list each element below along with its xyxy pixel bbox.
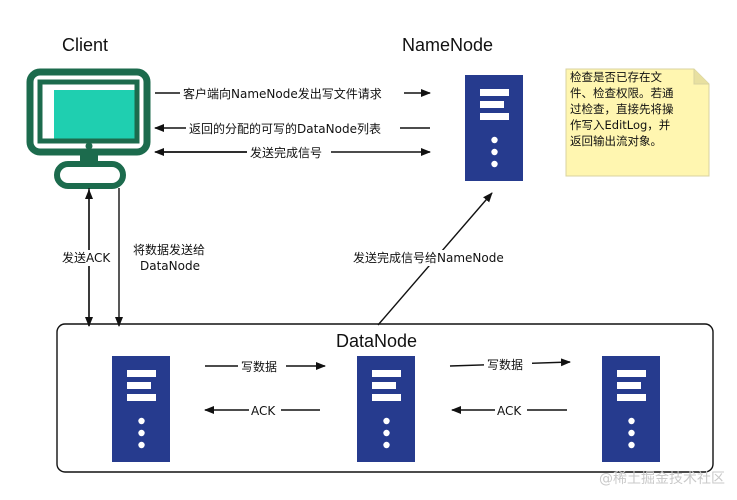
write-data-label-1: 写数据 [241, 359, 277, 374]
note-line-5: 返回输出流对象。 [570, 134, 662, 148]
note-line-2: 件、检查权限。若通 [570, 86, 674, 100]
datanode-server-icon-1 [112, 356, 170, 462]
send-data-label-2: DataNode [140, 259, 200, 273]
namenode-server-icon [465, 75, 523, 181]
datanode-title: DataNode [336, 331, 417, 351]
namenode-note [565, 68, 710, 177]
client-title: Client [62, 35, 108, 55]
note-line-3: 过检查，直接先将操 [570, 102, 674, 116]
request-label: 客户端向NameNode发出写文件请求 [183, 86, 382, 101]
complete-to-namenode-label: 发送完成信号给NameNode [353, 250, 504, 265]
write-data-label-2: 写数据 [487, 357, 523, 372]
ack-label-1: ACK [251, 404, 276, 418]
send-ack-label: 发送ACK [62, 250, 111, 265]
ack-label-2: ACK [497, 404, 522, 418]
note-line-1: 检查是否已存在文 [570, 70, 662, 84]
watermark: @稀土掘金技术社区 [599, 471, 725, 487]
complete-signal-label: 发送完成信号 [250, 145, 322, 160]
return-list-label: 返回的分配的可写的DataNode列表 [189, 121, 381, 136]
note-line-4: 作写入EditLog，并 [570, 118, 671, 132]
datanode-server-icon-3 [602, 356, 660, 462]
datanode-cluster-box [56, 323, 714, 473]
send-data-label-1: 将数据发送给 [133, 242, 205, 257]
namenode-title: NameNode [402, 35, 493, 55]
namenode-note-text: 检查是否已存在文 件、检查权限。若通 过检查，直接先将操 作写入EditLog，… [570, 69, 684, 149]
client-computer-icon [26, 68, 151, 189]
datanode-server-icon-2 [357, 356, 415, 462]
